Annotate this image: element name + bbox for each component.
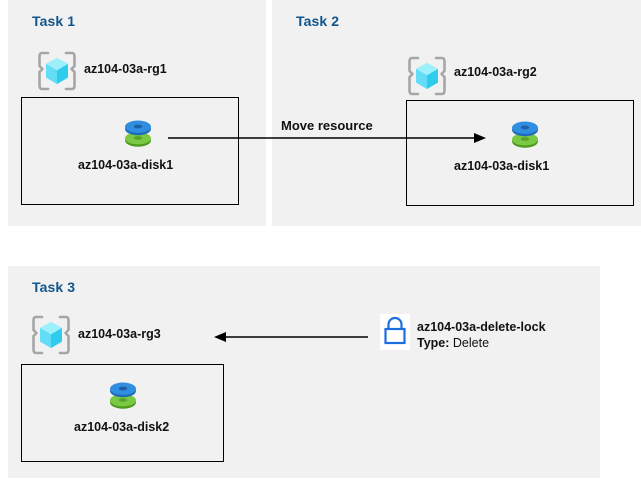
lock-type-value: Delete bbox=[452, 336, 490, 350]
panel-task3-title: Task 3 bbox=[32, 279, 76, 295]
resource-group-icon bbox=[31, 314, 71, 356]
managed-disk-icon bbox=[103, 373, 143, 413]
resource-group-box bbox=[406, 100, 634, 206]
resource-label: az104-03a-disk1 bbox=[454, 159, 550, 173]
resource-group-box bbox=[21, 364, 224, 462]
resource-group-label: az104-03a-rg3 bbox=[78, 327, 161, 341]
lock-type-label: Type: Delete bbox=[417, 336, 489, 351]
panel-task1-title: Task 1 bbox=[32, 13, 76, 29]
panel-task2-title: Task 2 bbox=[296, 13, 340, 29]
panel-task3: Task 3 az104-03a-rg3 az104-0 bbox=[8, 266, 600, 478]
resource-group-label: az104-03a-rg1 bbox=[84, 62, 167, 76]
lock-type-key: Type: bbox=[417, 336, 450, 350]
lock-icon bbox=[380, 314, 410, 350]
resource-group-box bbox=[21, 97, 239, 205]
resource-label: az104-03a-disk1 bbox=[78, 158, 174, 172]
managed-disk-icon bbox=[505, 112, 545, 152]
move-resource-label: Move resource bbox=[281, 118, 373, 133]
panel-task1: Task 1 az104-03a-rg1 bbox=[8, 0, 266, 226]
resource-group-icon bbox=[407, 55, 447, 97]
managed-disk-icon bbox=[118, 111, 158, 151]
panel-task2: Task 2 az104-03a-rg2 az104-0 bbox=[272, 0, 641, 226]
resource-group-icon bbox=[37, 50, 77, 92]
resource-group-label: az104-03a-rg2 bbox=[454, 65, 537, 79]
lock-name-label: az104-03a-delete-lock bbox=[417, 320, 546, 334]
resource-label: az104-03a-disk2 bbox=[74, 420, 170, 434]
